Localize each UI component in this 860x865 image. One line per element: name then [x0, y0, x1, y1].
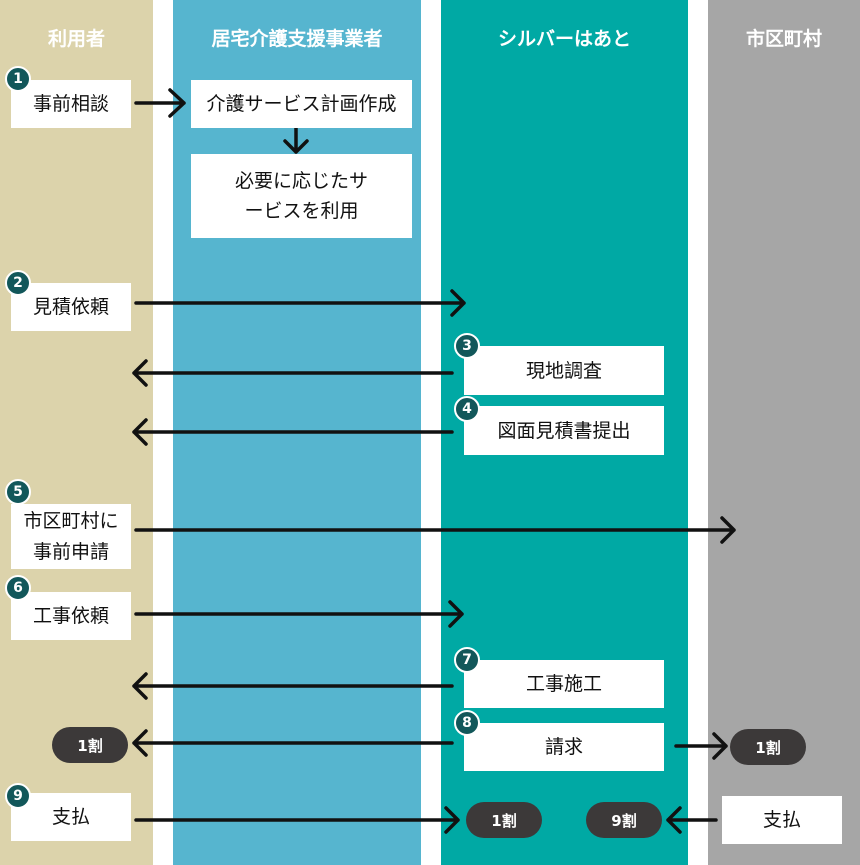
- arrow-plan-down: [283, 126, 309, 154]
- arrow-city-payment: [666, 806, 718, 834]
- arrow-payment: [134, 806, 460, 834]
- step-number: 6: [5, 575, 31, 601]
- lane-city: 市区町村: [708, 0, 860, 865]
- arrow-consult-to-plan: [134, 88, 186, 118]
- step-number: 9: [5, 783, 31, 809]
- arrow-construction-back: [132, 672, 454, 700]
- user-share-pill: 1割: [52, 727, 128, 763]
- lane-user: 利用者: [0, 0, 153, 865]
- arrow-construction-request: [134, 600, 464, 628]
- step-label: 図面見積書提出: [497, 419, 631, 442]
- arrow-invoice-back: [132, 729, 454, 757]
- step-box-survey: 現地調査: [464, 346, 664, 395]
- step-label: 見積依頼: [32, 296, 109, 318]
- step-number: 3: [454, 333, 480, 359]
- step-box-application: 市区町村に事前申請: [11, 504, 131, 569]
- lane-title-silver: シルバーはあと: [497, 28, 631, 50]
- arrow-invoice-city: [674, 732, 728, 760]
- step-number: 7: [454, 647, 480, 673]
- lane-title-care: 居宅介護支援事業者: [211, 28, 383, 50]
- city-payment-box: 支払: [722, 796, 842, 844]
- insurance-share-pill: 9割: [586, 802, 662, 838]
- step-box-drawings: 図面見積書提出: [464, 406, 664, 455]
- lane-title-user: 利用者: [47, 28, 105, 50]
- step-label: 市区町村に事前申請: [23, 509, 119, 563]
- step-label: 請求: [544, 736, 583, 758]
- step-number: 4: [454, 396, 480, 422]
- step-number: 1: [5, 66, 31, 92]
- lane-title-city: 市区町村: [745, 28, 822, 50]
- arrow-drawings-back: [132, 418, 454, 446]
- step-label: 現地調査: [525, 359, 602, 382]
- step-label: 工事施工: [525, 673, 602, 695]
- care-plan-box: 介護サービス計画作成: [191, 80, 412, 128]
- step-label: 事前相談: [32, 93, 109, 115]
- arrow-survey-back: [132, 359, 454, 387]
- step-number: 5: [5, 479, 31, 505]
- step-box-consult: 事前相談: [11, 80, 131, 128]
- step-box-construction: 工事施工: [464, 660, 664, 708]
- arrow-estimate-request: [134, 289, 466, 317]
- step-box-estimate-request: 見積依頼: [11, 283, 131, 331]
- pay-share-pill: 1割: [466, 802, 542, 838]
- step-box-payment: 支払: [11, 793, 131, 841]
- step-box-invoice: 請求: [464, 723, 664, 771]
- step-label: 工事依頼: [32, 605, 109, 627]
- step-box-construction-request: 工事依頼: [11, 592, 131, 640]
- city-share-pill: 1割: [730, 729, 806, 765]
- step-label: 支払: [51, 806, 90, 828]
- step-number: 2: [5, 270, 31, 296]
- care-use-box: 必要に応じたサービスを利用: [191, 154, 412, 238]
- care-use-label: 必要に応じたサービスを利用: [234, 170, 368, 222]
- arrow-application-city: [134, 516, 736, 544]
- step-number: 8: [454, 710, 480, 736]
